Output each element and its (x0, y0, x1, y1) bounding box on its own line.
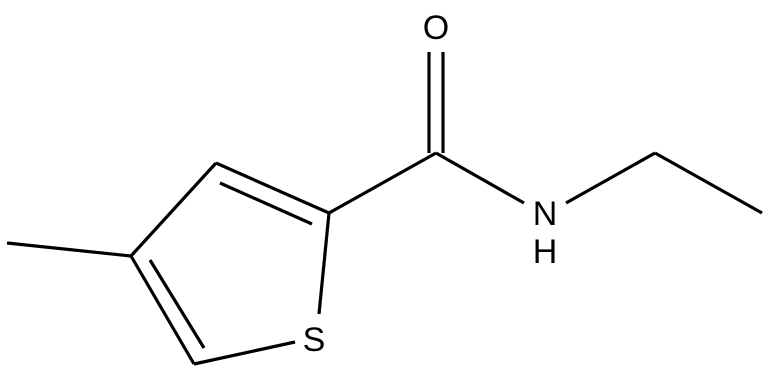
bond-c2-carbonyl (328, 151, 437, 215)
bond-ch2-ch3 (654, 151, 763, 215)
bond-n-ch2 (565, 151, 656, 205)
bond-c2-c3 (215, 161, 330, 215)
bond-c3-c4 (129, 161, 218, 258)
bond-c2-c3-inner (219, 181, 313, 226)
nitrogen-label: N (533, 195, 558, 233)
oxygen-label: O (423, 9, 449, 47)
hydrogen-label: H (533, 233, 558, 271)
sulfur-label: S (303, 321, 326, 359)
bond-c5-s (193, 340, 296, 366)
bond-s-c2 (317, 212, 331, 315)
bond-c4-c5-inner (148, 259, 206, 349)
bond-carbonyl-n (435, 151, 525, 205)
bond-c4-c5 (129, 255, 196, 365)
bond-c4-methyl (6, 241, 132, 258)
